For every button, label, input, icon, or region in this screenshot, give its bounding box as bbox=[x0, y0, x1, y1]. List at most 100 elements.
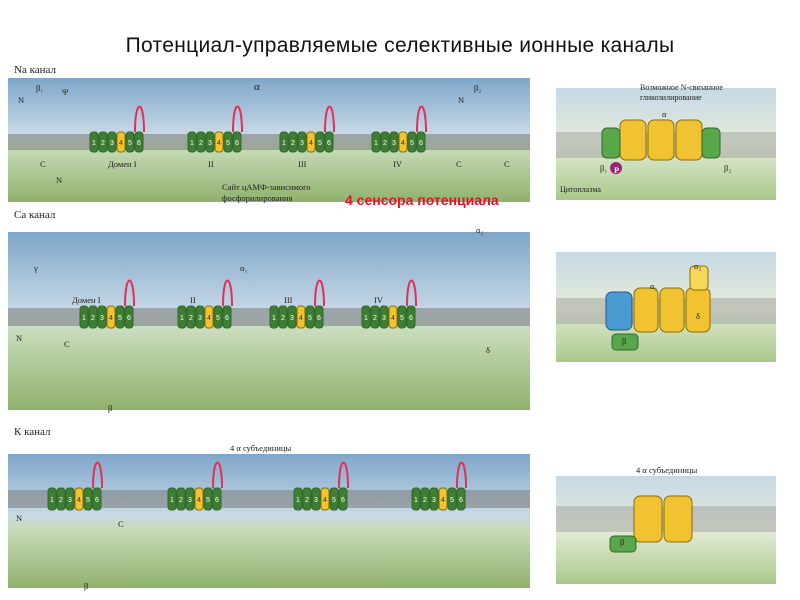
ca-n-label: N bbox=[16, 333, 23, 343]
na-n-label-left: N bbox=[18, 95, 25, 105]
helix-number: 1 bbox=[374, 140, 378, 147]
voltage-sensor-helix bbox=[388, 305, 398, 329]
transmembrane-helix bbox=[329, 487, 339, 511]
na-side-beta1: β₁ bbox=[600, 163, 608, 173]
helix-number: 3 bbox=[392, 140, 396, 147]
helix-number: 4 bbox=[391, 315, 395, 322]
helix-number: 6 bbox=[137, 140, 141, 147]
voltage-sensor-helix bbox=[296, 305, 306, 329]
helix-number: 3 bbox=[208, 140, 212, 147]
transmembrane-helix bbox=[314, 305, 324, 329]
transmembrane-helix bbox=[379, 305, 389, 329]
transmembrane-helix bbox=[107, 131, 117, 153]
helix-number: 1 bbox=[180, 315, 184, 322]
ca-side-alpha1: α₁ bbox=[650, 281, 658, 291]
na-side-p: P bbox=[614, 165, 620, 175]
transmembrane-helix bbox=[269, 305, 279, 329]
transmembrane-helix bbox=[195, 305, 205, 329]
helix-number: 2 bbox=[305, 497, 309, 504]
transmembrane-helix bbox=[203, 487, 213, 511]
helix-number: 4 bbox=[299, 315, 303, 322]
helix-number: 2 bbox=[59, 497, 63, 504]
helix-number: 4 bbox=[77, 497, 81, 504]
helix-number: 1 bbox=[296, 497, 300, 504]
transmembrane-helix bbox=[338, 487, 348, 511]
na-psi-left: Ψ bbox=[62, 87, 69, 97]
transmembrane-helix bbox=[186, 305, 196, 329]
helix-number: 4 bbox=[217, 140, 221, 147]
transmembrane-helix bbox=[97, 305, 107, 329]
voltage-sensor-helix bbox=[306, 131, 316, 153]
ca-side-alpha2: α₂ bbox=[694, 261, 702, 271]
k-c-label: C bbox=[118, 519, 124, 529]
transmembrane-helix bbox=[370, 305, 380, 329]
k-beta-label: β bbox=[84, 581, 89, 591]
helix-number: 6 bbox=[215, 497, 219, 504]
transmembrane-helix bbox=[287, 305, 297, 329]
helix-number: 2 bbox=[281, 315, 285, 322]
voltage-sensor-helix bbox=[106, 305, 116, 329]
transmembrane-helix bbox=[205, 131, 215, 153]
helix-number: 3 bbox=[110, 140, 114, 147]
transmembrane-helix bbox=[324, 131, 334, 153]
transmembrane-helix bbox=[212, 487, 222, 511]
transmembrane-helix bbox=[56, 487, 66, 511]
helix-number: 4 bbox=[119, 140, 123, 147]
transmembrane-helix bbox=[98, 131, 108, 153]
helix-number: 5 bbox=[118, 315, 122, 322]
pore-loop bbox=[456, 461, 467, 489]
transmembrane-helix bbox=[397, 305, 407, 329]
helix-number: 6 bbox=[341, 497, 345, 504]
ca-channel-side-view bbox=[556, 252, 776, 362]
helix-number: 3 bbox=[314, 497, 318, 504]
na-domain-1: Домен I bbox=[108, 159, 137, 169]
na-domain-2: II bbox=[208, 159, 214, 169]
transmembrane-helix bbox=[411, 487, 421, 511]
na-c-label-right: C bbox=[504, 159, 510, 169]
transmembrane-helix bbox=[88, 305, 98, 329]
transmembrane-helix bbox=[167, 487, 177, 511]
voltage-sensor-helix bbox=[204, 305, 214, 329]
k-subunits-label: 4 α субъединицы bbox=[230, 443, 292, 453]
transmembrane-helix bbox=[79, 305, 89, 329]
helix-number: 6 bbox=[95, 497, 99, 504]
helix-number: 1 bbox=[50, 497, 54, 504]
transmembrane-helix bbox=[416, 131, 426, 153]
transmembrane-helix bbox=[278, 305, 288, 329]
transmembrane-helix bbox=[311, 487, 321, 511]
pore-loop bbox=[314, 279, 325, 307]
helix-number: 3 bbox=[432, 497, 436, 504]
na-glyco-line2: гликозилирование bbox=[640, 93, 702, 102]
ca-side-diagram bbox=[556, 252, 776, 362]
transmembrane-helix bbox=[125, 131, 135, 153]
helix-number: 5 bbox=[450, 497, 454, 504]
voltage-sensor-helix bbox=[398, 131, 408, 153]
helix-number: 6 bbox=[327, 140, 331, 147]
transmembrane-helix bbox=[447, 487, 457, 511]
transmembrane-helix bbox=[176, 487, 186, 511]
na-side-beta2: β₂ bbox=[724, 163, 732, 173]
transmembrane-helix bbox=[213, 305, 223, 329]
transmembrane-helix bbox=[47, 487, 57, 511]
ca-alpha1-label: α₁ bbox=[240, 263, 248, 273]
helix-number: 3 bbox=[290, 315, 294, 322]
helix-number: 3 bbox=[188, 497, 192, 504]
transmembrane-helix bbox=[279, 131, 289, 153]
transmembrane-helix bbox=[83, 487, 93, 511]
page-title: Потенциал-управляемые селективные ионные… bbox=[125, 34, 675, 57]
helix-number: 2 bbox=[101, 140, 105, 147]
transmembrane-helix bbox=[177, 305, 187, 329]
transmembrane-helix bbox=[89, 131, 99, 153]
helix-number: 3 bbox=[68, 497, 72, 504]
voltage-sensor-helix bbox=[438, 487, 448, 511]
voltage-sensor-helix bbox=[214, 131, 224, 153]
helix-number: 6 bbox=[419, 140, 423, 147]
voltage-sensor-helix bbox=[320, 487, 330, 511]
helix-number: 1 bbox=[282, 140, 286, 147]
helix-number: 3 bbox=[100, 315, 104, 322]
helix-number: 5 bbox=[206, 497, 210, 504]
na-side-alpha: α bbox=[662, 109, 667, 119]
voltage-sensor-callout: 4 сенсора потенциала bbox=[345, 192, 499, 208]
